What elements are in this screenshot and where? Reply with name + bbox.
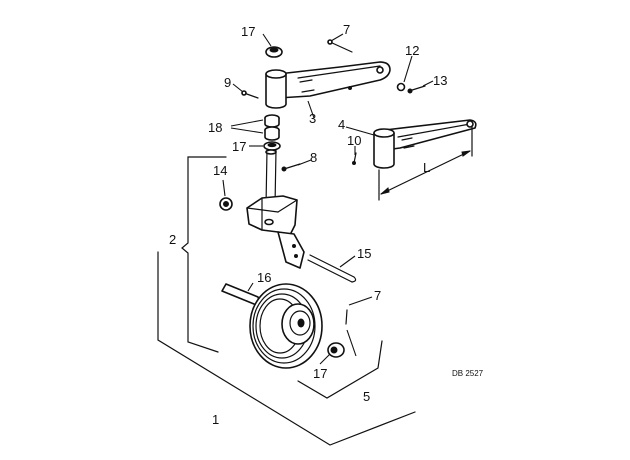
nut-17-lower-hole (267, 142, 277, 148)
leader-15 (247, 282, 254, 292)
tube-4 (373, 132, 395, 169)
callout-3: 3 (309, 111, 317, 126)
caster-yoke (246, 195, 298, 238)
callout-12: 13 (433, 73, 448, 88)
tube-4-top (373, 128, 395, 138)
leader-13 (222, 179, 226, 197)
leader-7-lower (346, 329, 357, 357)
callout-5: 5 (363, 389, 371, 404)
callout-17-lower: 17 (232, 139, 247, 154)
bushing-18-upper (264, 117, 280, 128)
dimension-l-arrow-left (380, 187, 390, 195)
bolt-12-head (407, 88, 413, 94)
pin-10 (329, 41, 353, 53)
callout-9-upper: 9 (224, 75, 232, 90)
callout-18: 18 (208, 120, 223, 135)
lower-arm-4-rib (401, 137, 413, 141)
leader-16 (319, 353, 331, 365)
upper-arm-3 (277, 61, 391, 99)
drawing-code: DB 2527 (452, 369, 484, 378)
callout-10: 7 (343, 22, 351, 37)
lower-arm-4 (384, 119, 477, 151)
bracket-group-1 (157, 251, 416, 446)
spindle-shaft-top (265, 149, 277, 155)
leader-9-upper (232, 83, 244, 93)
callout-17-top: 17 (241, 24, 256, 39)
caster-fork-hole-1 (292, 244, 296, 248)
callout-7: 7 (374, 288, 382, 303)
tube-3-top (265, 69, 287, 79)
washer-11 (396, 82, 406, 92)
lower-arm-4-rib-2 (403, 145, 415, 149)
callout-15: 16 (257, 270, 272, 285)
wheel-hub-hole (297, 318, 305, 328)
axle-bolt-14-lower (307, 259, 353, 283)
wheel-tread-1 (252, 288, 316, 364)
leader-18-upper (230, 119, 264, 127)
leader-3 (307, 100, 315, 119)
axle-bolt-14 (309, 254, 355, 278)
dimension-l-line (380, 150, 471, 195)
callout-4: 4 (338, 117, 346, 132)
bolt-7 (345, 309, 348, 325)
caster-yoke-hole (264, 218, 274, 226)
leader-8 (297, 159, 312, 166)
callout-14: 15 (357, 246, 372, 261)
pin-9-lower-head (352, 161, 356, 165)
leader-17-top (262, 33, 272, 47)
sleeve-15 (221, 283, 260, 306)
leader-4 (345, 126, 375, 136)
axle-bolt-14-end (351, 276, 357, 283)
upper-arm-3-rivet (348, 86, 352, 90)
bushing-18-lower (264, 129, 280, 141)
wheel-hub-ring (289, 310, 311, 336)
lower-arm-4-hole (466, 120, 474, 128)
lower-arm-4-edge (397, 123, 471, 138)
callout-9-lower: 10 (347, 133, 362, 148)
callout-16: 17 (313, 366, 328, 381)
bushing-16-hole (330, 346, 338, 354)
leader-7 (348, 296, 373, 306)
leader-11 (403, 55, 413, 83)
callout-13: 14 (213, 163, 228, 178)
leader-14 (339, 255, 356, 268)
callout-11: 12 (405, 43, 420, 58)
bolt-8-head (281, 166, 287, 172)
caster-fork-leg (277, 231, 305, 269)
tube-3 (265, 73, 287, 109)
leader-18-lower (230, 127, 264, 134)
callout-2: 2 (169, 232, 177, 247)
caster-yoke-top-edge-2 (277, 199, 298, 213)
bracket-group-5 (297, 340, 383, 399)
bolt-8 (283, 163, 301, 170)
callout-8: 8 (310, 150, 318, 165)
nut-17-top-hole (269, 47, 279, 53)
caster-yoke-top-edge (246, 207, 279, 213)
dimension-l-label: L (423, 160, 431, 175)
leader-12 (422, 80, 434, 87)
dimension-l-arrow-right (461, 150, 471, 157)
callout-1: 1 (212, 412, 220, 427)
upper-arm-3-rib-2 (301, 89, 315, 93)
upper-arm-3-hole (376, 66, 384, 74)
leader-10 (330, 33, 344, 42)
caster-fork-hole-2 (294, 254, 298, 258)
nut-13-hole (223, 201, 229, 207)
upper-arm-3-rib (299, 79, 313, 83)
bracket-group-2 (181, 156, 227, 353)
upper-arm-3-edge (297, 65, 381, 79)
spindle-shaft-left (265, 149, 268, 207)
